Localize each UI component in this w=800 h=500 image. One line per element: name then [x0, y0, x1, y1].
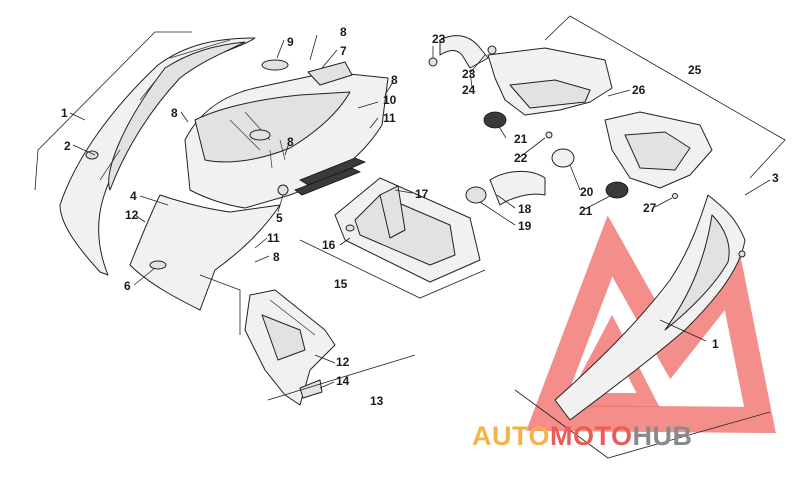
- callout-1-right: 1: [712, 337, 719, 351]
- watermark-part-auto: AUTO: [472, 421, 550, 451]
- callout-12-left: 12: [125, 208, 139, 222]
- bracket-1a: [34, 31, 192, 191]
- bracket-13b: [267, 354, 416, 401]
- callout-25: 25: [688, 63, 702, 77]
- callout-8-lower: 8: [273, 250, 280, 264]
- watermark-text: AUTOMOTOHUB: [472, 421, 693, 451]
- callout-23-upper: 23: [432, 32, 446, 46]
- leader-lines: [69, 34, 771, 389]
- callout-11-upper: 11: [383, 111, 396, 125]
- bracket-7: [307, 61, 353, 86]
- bracket-25: [544, 15, 786, 179]
- callout-19: 19: [518, 219, 532, 233]
- callout-7: 7: [340, 44, 347, 58]
- callout-21-lower: 21: [579, 204, 593, 218]
- callout-1-left: 1: [61, 106, 68, 120]
- right-side-panel: [554, 194, 746, 421]
- grommet-9: [261, 59, 289, 71]
- bracket-1b: [514, 389, 771, 459]
- callout-labels: 1 1 2 3 4 5 6 7 8 8 8 8 8 9 10 11 11 12 …: [61, 25, 779, 408]
- intake-boot: [465, 111, 629, 206]
- watermark-part-moto: MOTO: [550, 421, 633, 451]
- callout-10: 10: [383, 93, 397, 107]
- callout-2: 2: [64, 139, 71, 153]
- callout-12-lower: 12: [336, 355, 350, 369]
- callout-5: 5: [276, 211, 283, 225]
- callout-20: 20: [580, 185, 594, 199]
- callout-6: 6: [124, 279, 131, 293]
- callout-18: 18: [518, 202, 532, 216]
- nose-body: [129, 59, 389, 311]
- callout-13: 13: [370, 394, 384, 408]
- callout-23-lower: 23: [462, 67, 476, 81]
- callout-8-top: 8: [340, 25, 347, 39]
- callout-4: 4: [130, 189, 137, 203]
- clamp-20: [551, 148, 575, 168]
- seal-21b: [605, 181, 629, 199]
- callout-26: 26: [632, 83, 646, 97]
- callout-14: 14: [336, 374, 350, 388]
- callout-24: 24: [462, 83, 476, 97]
- callout-22: 22: [514, 151, 528, 165]
- callout-3: 3: [772, 171, 779, 185]
- bracket-15: [299, 239, 486, 299]
- lower-cover: [244, 289, 336, 406]
- callout-9: 9: [287, 35, 294, 49]
- callout-16: 16: [322, 238, 336, 252]
- intake-duct: [428, 35, 613, 116]
- callout-8-right: 8: [391, 73, 398, 87]
- seal-21a: [483, 111, 507, 129]
- callout-11-lower: 11: [267, 231, 280, 245]
- airbox-tray: [334, 177, 481, 283]
- callout-27: 27: [643, 201, 657, 215]
- callout-15: 15: [334, 277, 348, 291]
- callout-8-left: 8: [171, 106, 178, 120]
- callout-17: 17: [415, 187, 429, 201]
- bracket-13a: [199, 274, 241, 335]
- watermark-part-hub: HUB: [633, 421, 693, 451]
- callout-8-center: 8: [287, 135, 294, 149]
- left-side-panel: [59, 37, 256, 276]
- callout-21-upper: 21: [514, 132, 528, 146]
- rear-airbox: [604, 111, 713, 199]
